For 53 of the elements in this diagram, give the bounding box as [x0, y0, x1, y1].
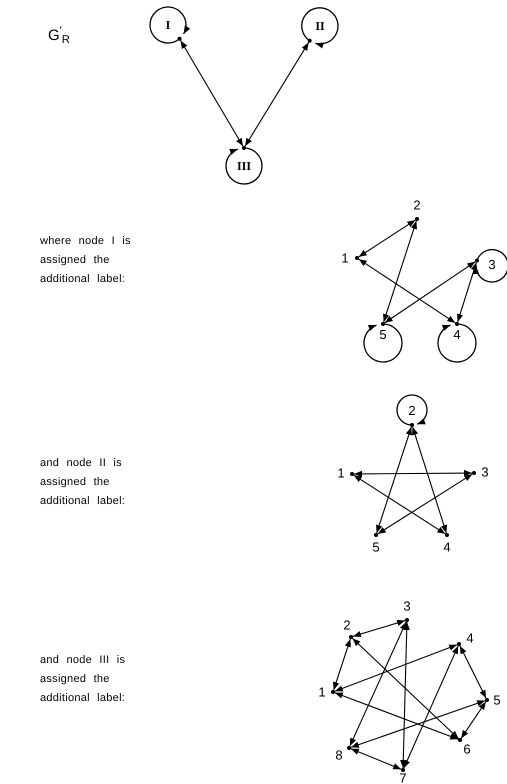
vertex-label: 5 [493, 694, 501, 706]
double-headed-arrow [403, 646, 459, 768]
caption-text: and node II is assigned the additional label: [40, 456, 126, 509]
self-loop-arrow [437, 323, 477, 363]
double-headed-arrow [377, 474, 473, 534]
vertex-label: 3 [479, 251, 505, 277]
double-headed-arrow [376, 426, 412, 534]
vertex-label: III [229, 151, 259, 181]
vertex-label: 5 [372, 540, 380, 554]
self-loop-arrow [363, 323, 403, 363]
vertex-label: 3 [403, 600, 411, 612]
double-headed-arrow [244, 42, 310, 147]
self-loop-arrow [473, 249, 507, 283]
double-headed-arrow [383, 220, 417, 322]
vertex-label: 2 [343, 618, 351, 632]
double-headed-arrow [353, 474, 446, 534]
caption-text: where node I is assigned the additional label: [40, 234, 132, 287]
double-headed-arrow [459, 646, 487, 698]
vertex-label: 7 [399, 772, 407, 784]
double-headed-arrow [349, 622, 407, 746]
vertex-label: 3 [481, 466, 489, 478]
vertex-label: 4 [441, 318, 473, 350]
double-headed-arrow [180, 40, 244, 147]
vertex-label: 1 [337, 466, 345, 480]
vertex-label: 1 [318, 686, 326, 698]
double-headed-arrow [352, 638, 459, 740]
vertex-label: II [305, 11, 335, 41]
double-headed-arrow [352, 620, 406, 638]
double-headed-arrow [333, 638, 351, 690]
double-headed-arrow [412, 426, 448, 534]
self-loop-arrow [149, 6, 190, 44]
vertex-label: 1 [341, 252, 349, 264]
double-headed-arrow [384, 261, 476, 324]
double-headed-arrow [400, 622, 410, 768]
double-headed-arrow [334, 644, 458, 692]
self-loop-arrow [301, 7, 339, 48]
double-headed-arrow [334, 692, 458, 740]
double-headed-arrow [358, 220, 416, 258]
vertex-label: 5 [367, 318, 399, 350]
vertex-label: 4 [443, 540, 451, 554]
double-headed-arrow [358, 258, 456, 324]
vertex-label: 4 [466, 632, 474, 644]
caption-text: and node III is assigned the additional label: [40, 653, 126, 706]
vertex-label: 8 [335, 748, 343, 762]
vertex-label: 2 [400, 398, 424, 422]
vertex-label: I [153, 10, 183, 40]
vertex-label: 6 [463, 742, 471, 756]
double-headed-arrow [350, 700, 486, 748]
double-headed-arrow [456, 262, 478, 322]
double-headed-arrow [350, 748, 402, 770]
double-headed-arrow [460, 701, 486, 739]
double-headed-arrow [354, 470, 472, 478]
vertex-label: 2 [413, 198, 421, 212]
